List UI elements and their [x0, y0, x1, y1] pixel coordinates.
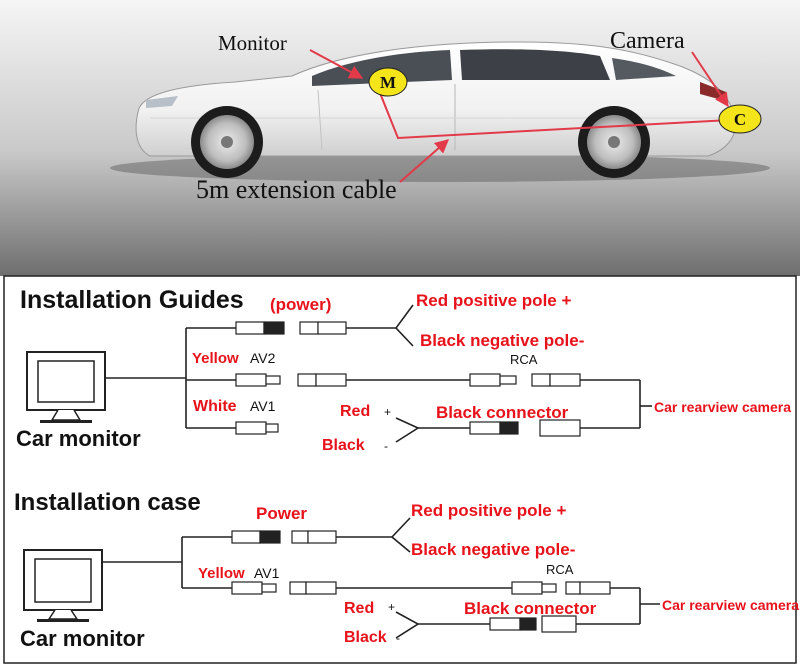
guides-red-label: Red [340, 403, 370, 420]
black-dc-connector [469, 419, 581, 437]
case-av1-connector [231, 581, 337, 595]
wiring-panel: Installation Guides (power) Car monitor [0, 275, 800, 667]
guides-yellow-label: Yellow [192, 350, 239, 367]
case-rca-connector [511, 581, 611, 595]
guides-black-connector: Black connector [436, 403, 569, 422]
case-red-sign: + [388, 600, 395, 614]
car-monitor-icon [26, 351, 106, 423]
case-camera-label: Car rearview camera [662, 597, 799, 613]
guides-white-label: White [193, 398, 237, 415]
guides-red-positive: Red positive pole + [416, 291, 571, 310]
case-monitor-label: Car monitor [20, 626, 145, 651]
case-av1-label: AV1 [254, 565, 280, 581]
rca-connector [469, 373, 581, 387]
case-black-negative: Black negative pole- [411, 540, 575, 559]
monitor-label: Monitor [218, 31, 287, 55]
car-installation-panel: M C Monitor Camera 5m extension cable [0, 0, 800, 276]
guides-black-negative: Black negative pole- [420, 331, 584, 350]
camera-label: Camera [610, 28, 685, 54]
guides-monitor-label: Car monitor [16, 426, 141, 451]
case-black-connector: Black connector [464, 599, 597, 618]
guides-black-label: Black [322, 437, 365, 454]
guides-camera-label: Car rearview camera [654, 399, 791, 415]
guides-red-sign: + [384, 405, 391, 419]
av2-connector [235, 373, 347, 387]
camera-marker: C [718, 104, 762, 134]
guides-rca-label: RCA [510, 352, 538, 367]
case-black-sign: - [396, 631, 400, 645]
case-red-positive: Red positive pole + [411, 501, 566, 520]
svg-text:C: C [734, 110, 746, 129]
monitor-marker: M [368, 67, 408, 97]
case-yellow-label: Yellow [198, 565, 245, 582]
case-rca-label: RCA [546, 562, 574, 577]
guides-av1-label: AV1 [250, 398, 276, 414]
power-connector [235, 321, 347, 335]
av1-connector [235, 421, 279, 435]
guides-av2-label: AV2 [250, 350, 276, 366]
cable-label: 5m extension cable [196, 175, 397, 204]
case-black-label: Black [344, 629, 387, 646]
case-title: Installation case [14, 489, 201, 516]
installation-guides-section: Installation Guides (power) Car monitor [16, 286, 791, 454]
extension-cable-route [309, 49, 731, 183]
case-black-dc-connector [489, 615, 577, 633]
guides-title: Installation Guides [20, 286, 244, 314]
case-power-label: Power [256, 504, 307, 523]
case-monitor-icon [23, 549, 103, 622]
guides-black-sign: - [384, 439, 388, 453]
guides-power-label: (power) [270, 295, 331, 314]
case-red-label: Red [344, 600, 374, 617]
installation-case-section: Installation case Power Car monitor [14, 489, 799, 651]
svg-text:M: M [380, 73, 396, 92]
case-power-connector [231, 530, 337, 544]
